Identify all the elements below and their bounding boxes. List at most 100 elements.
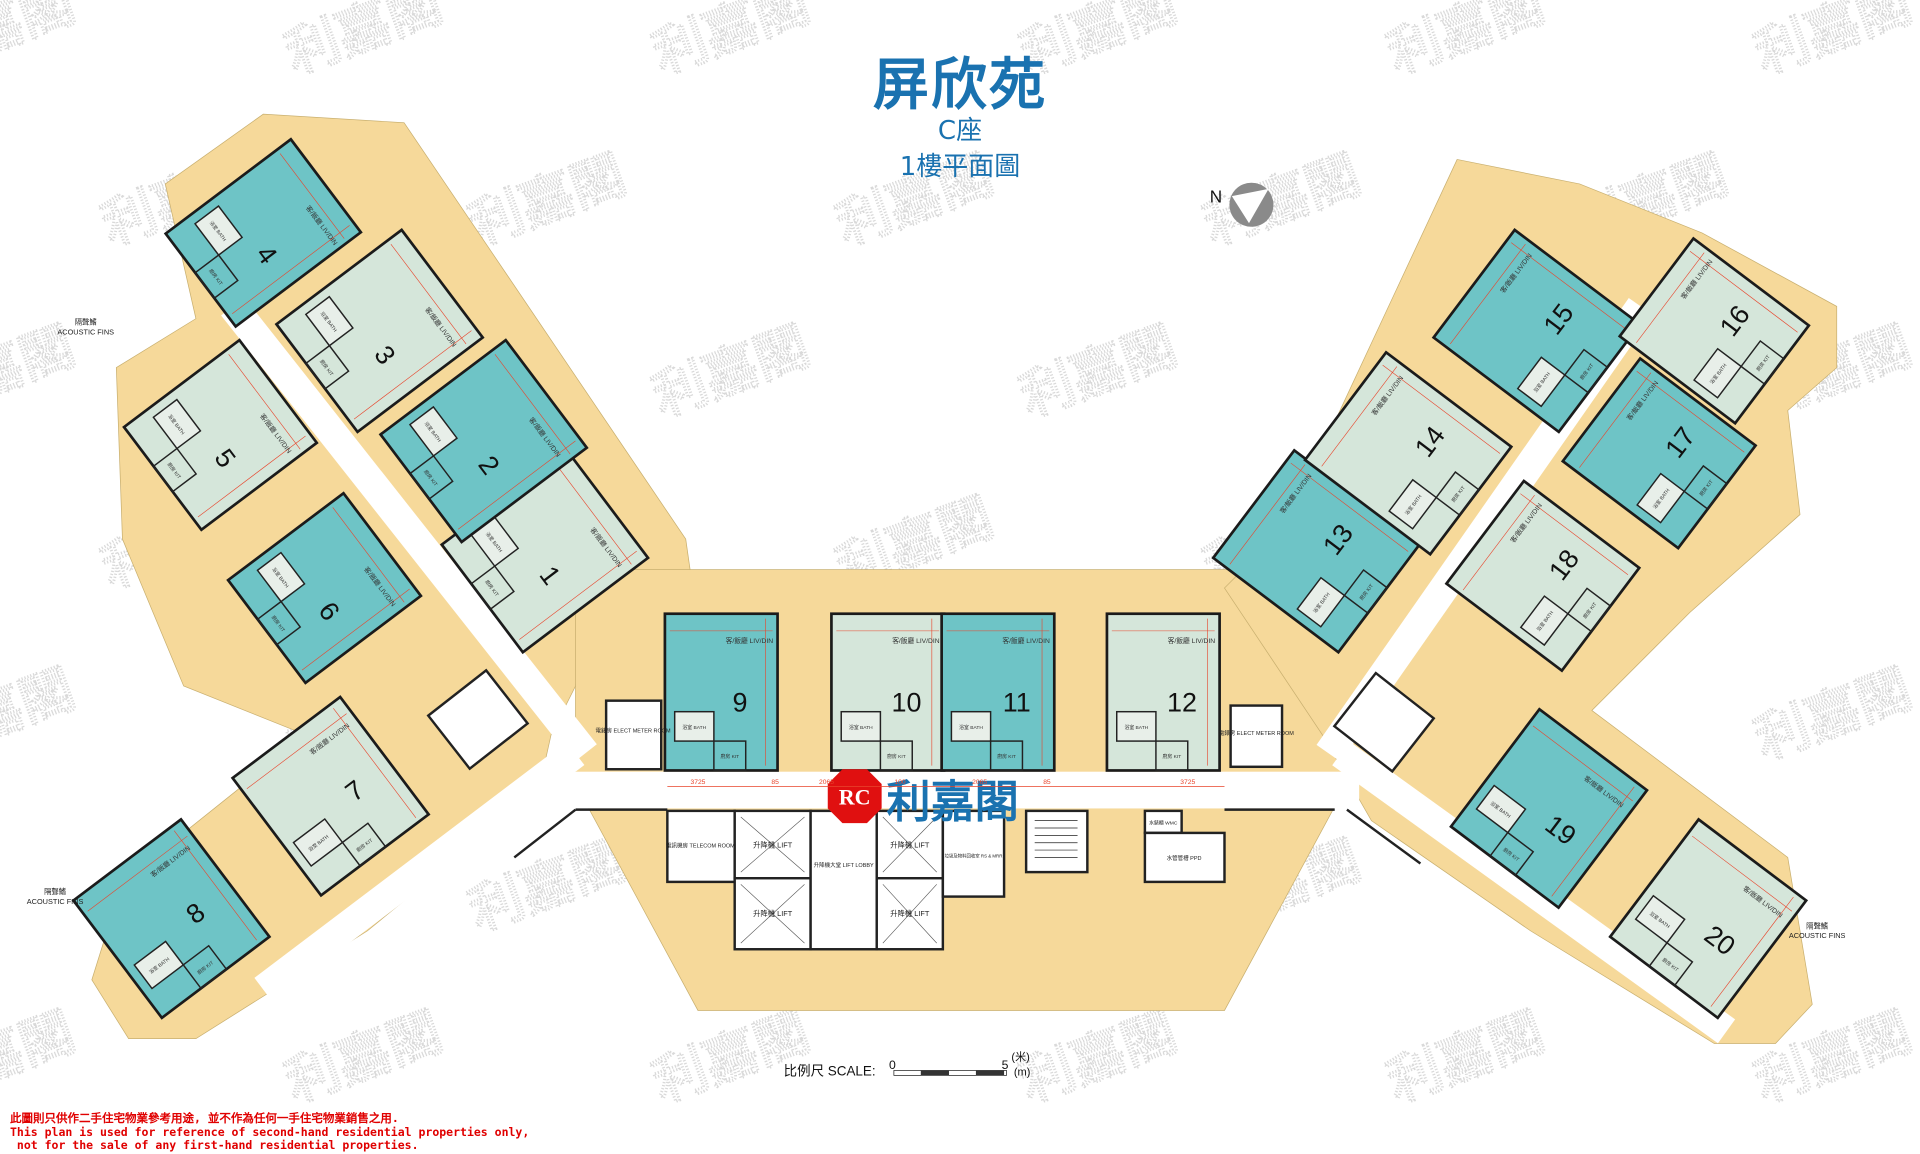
kitchen: [713, 740, 747, 772]
living-dining-label: 客/飯廳 LIV/DIN: [892, 636, 940, 645]
dimension-line: [1321, 366, 1398, 467]
scale-start: 0: [889, 1058, 896, 1072]
dimension-line: [279, 153, 345, 239]
agency-logo: RC 利嘉閣: [827, 769, 1019, 828]
bath-label: 浴室 BATH: [1124, 724, 1148, 731]
kitchen: [409, 454, 454, 501]
kitchen-label: 廚房 KIT: [997, 753, 1016, 760]
bathroom: [840, 710, 882, 742]
bathroom: [1116, 710, 1157, 742]
dimension-line: [1511, 242, 1629, 332]
kitchen: [1563, 348, 1609, 394]
bathroom: [256, 551, 306, 603]
dimension-line: [1532, 725, 1633, 802]
dimension-line: [494, 354, 571, 455]
bathroom: [1693, 347, 1743, 399]
dimension-label: 2065: [819, 779, 834, 786]
kitchen-label: 廚房 KIT: [887, 753, 906, 760]
dimension-line: [555, 464, 632, 565]
watermark-text: 利嘉閣: [644, 999, 818, 1114]
dimension-line: [1520, 493, 1629, 575]
estate-title: 屏欣苑: [873, 53, 1047, 118]
kitchen: [1740, 339, 1785, 386]
dimension-label: 85: [1043, 779, 1051, 786]
dimension-line: [1636, 370, 1745, 453]
acoustic-fins-en: ACOUSTIC FINS: [1789, 931, 1846, 940]
wmc-label: 水錶櫃 WMC: [1149, 819, 1178, 826]
bathroom: [673, 710, 715, 742]
dimension-line: [173, 830, 257, 941]
corridor-walls: [513, 808, 1422, 865]
bathroom: [194, 205, 244, 257]
unit-number: 12: [1167, 687, 1197, 717]
lift-crosses: [740, 816, 937, 944]
watermark-text: 利嘉閣: [1378, 999, 1552, 1114]
dimension-line: [1710, 896, 1794, 1007]
scale-unit-en: (m): [1014, 1066, 1031, 1078]
disclaimer-zh: 此圖則只供作二手住宅物業參考用途, 並不作為任何一手住宅物業銷售之用.: [10, 1111, 399, 1125]
acoustic-fins-en: ACOUSTIC FINS: [57, 328, 114, 337]
dimension-line: [197, 435, 306, 518]
acoustic-fins-en: ACOUSTIC FINS: [27, 897, 84, 906]
dimension-line: [232, 225, 350, 315]
core-labels: 電錶房 ELECT METER ROOM 電錶房 ELECT METER ROO…: [596, 727, 1295, 919]
dimension-line: [457, 440, 576, 530]
north-arrow: N: [1210, 182, 1274, 227]
unit-number: 9: [733, 687, 748, 717]
kitchen: [470, 565, 515, 611]
kitchen: [341, 822, 387, 867]
dimension-line: [301, 588, 410, 671]
dimension-line: [1579, 372, 1652, 468]
watermark-text: 利嘉閣: [1746, 656, 1920, 771]
bathroom: [152, 398, 202, 450]
north-pointer-icon: [1231, 188, 1269, 224]
dimension-line: [1636, 252, 1705, 343]
dimension-label: 3725: [690, 779, 705, 786]
kitchen: [1155, 740, 1189, 772]
kitchen: [1343, 568, 1389, 615]
acoustic-fins-zh: 隔聲鰭: [1806, 921, 1829, 930]
elect-meter-room-right: [1229, 704, 1284, 769]
dimension-line: [246, 713, 347, 790]
dimension-label: 100: [894, 779, 905, 786]
dimension-line: [332, 507, 405, 603]
kitchen-label: 廚房 KIT: [720, 753, 739, 760]
lift-label: 升降機 LIFT: [890, 841, 930, 850]
dimension-label: 3725: [1180, 779, 1195, 786]
scale-end: 5: [1002, 1058, 1009, 1072]
bathroom: [1636, 472, 1686, 524]
acoustic-fins-zh: 隔聲鰭: [75, 318, 98, 327]
logo-name: 利嘉閣: [887, 777, 1019, 828]
kitchen: [1683, 464, 1728, 511]
living-dining-label: 客/飯廳 LIV/DIN: [726, 636, 774, 645]
disclaimer-en-line1: This plan is used for reference of secon…: [10, 1125, 530, 1139]
kitchen: [1566, 587, 1612, 633]
elect-meter-right-label: 電錶房 ELECT METER ROOM: [1219, 729, 1294, 737]
north-label: N: [1210, 186, 1222, 206]
dimension-line: [1692, 835, 1793, 912]
kitchen: [182, 944, 228, 990]
bathroom: [1475, 784, 1527, 834]
dimension-line: [1229, 464, 1306, 565]
bathroom: [950, 710, 992, 742]
elect-meter-left-label: 電錶房 ELECT METER ROOM: [596, 727, 671, 735]
elect-meter-room-left: [604, 699, 663, 771]
pipe-duct: [1143, 831, 1226, 884]
kitchen: [1489, 831, 1535, 877]
